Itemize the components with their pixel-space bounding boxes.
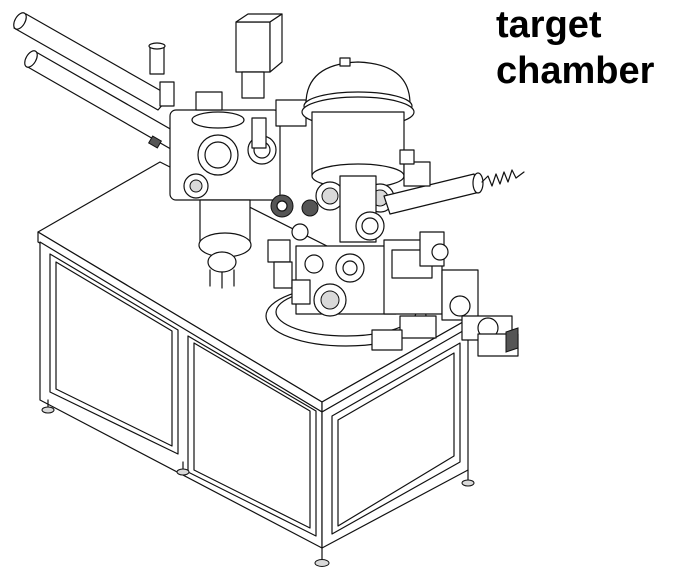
front-panel-left <box>49 253 179 455</box>
equipment-table <box>37 161 475 567</box>
manipulator-arm <box>383 149 525 215</box>
upper-fittings <box>148 13 307 149</box>
front-panel-right <box>187 335 317 537</box>
side-panel <box>331 342 461 535</box>
label-line-2: chamber <box>496 50 655 92</box>
side-instruments <box>267 223 311 305</box>
target-chamber-label: target chamber <box>496 2 686 94</box>
table-feet <box>41 399 475 567</box>
detector-assembly <box>371 231 519 357</box>
label-line-1: target <box>496 4 602 46</box>
front-panel-right-inner <box>193 342 311 529</box>
gauge-box <box>235 21 271 73</box>
side-panel-inner <box>337 352 455 527</box>
beam-tubes <box>13 12 187 153</box>
target-chamber <box>270 57 415 243</box>
front-panel-left-inner <box>55 261 173 447</box>
